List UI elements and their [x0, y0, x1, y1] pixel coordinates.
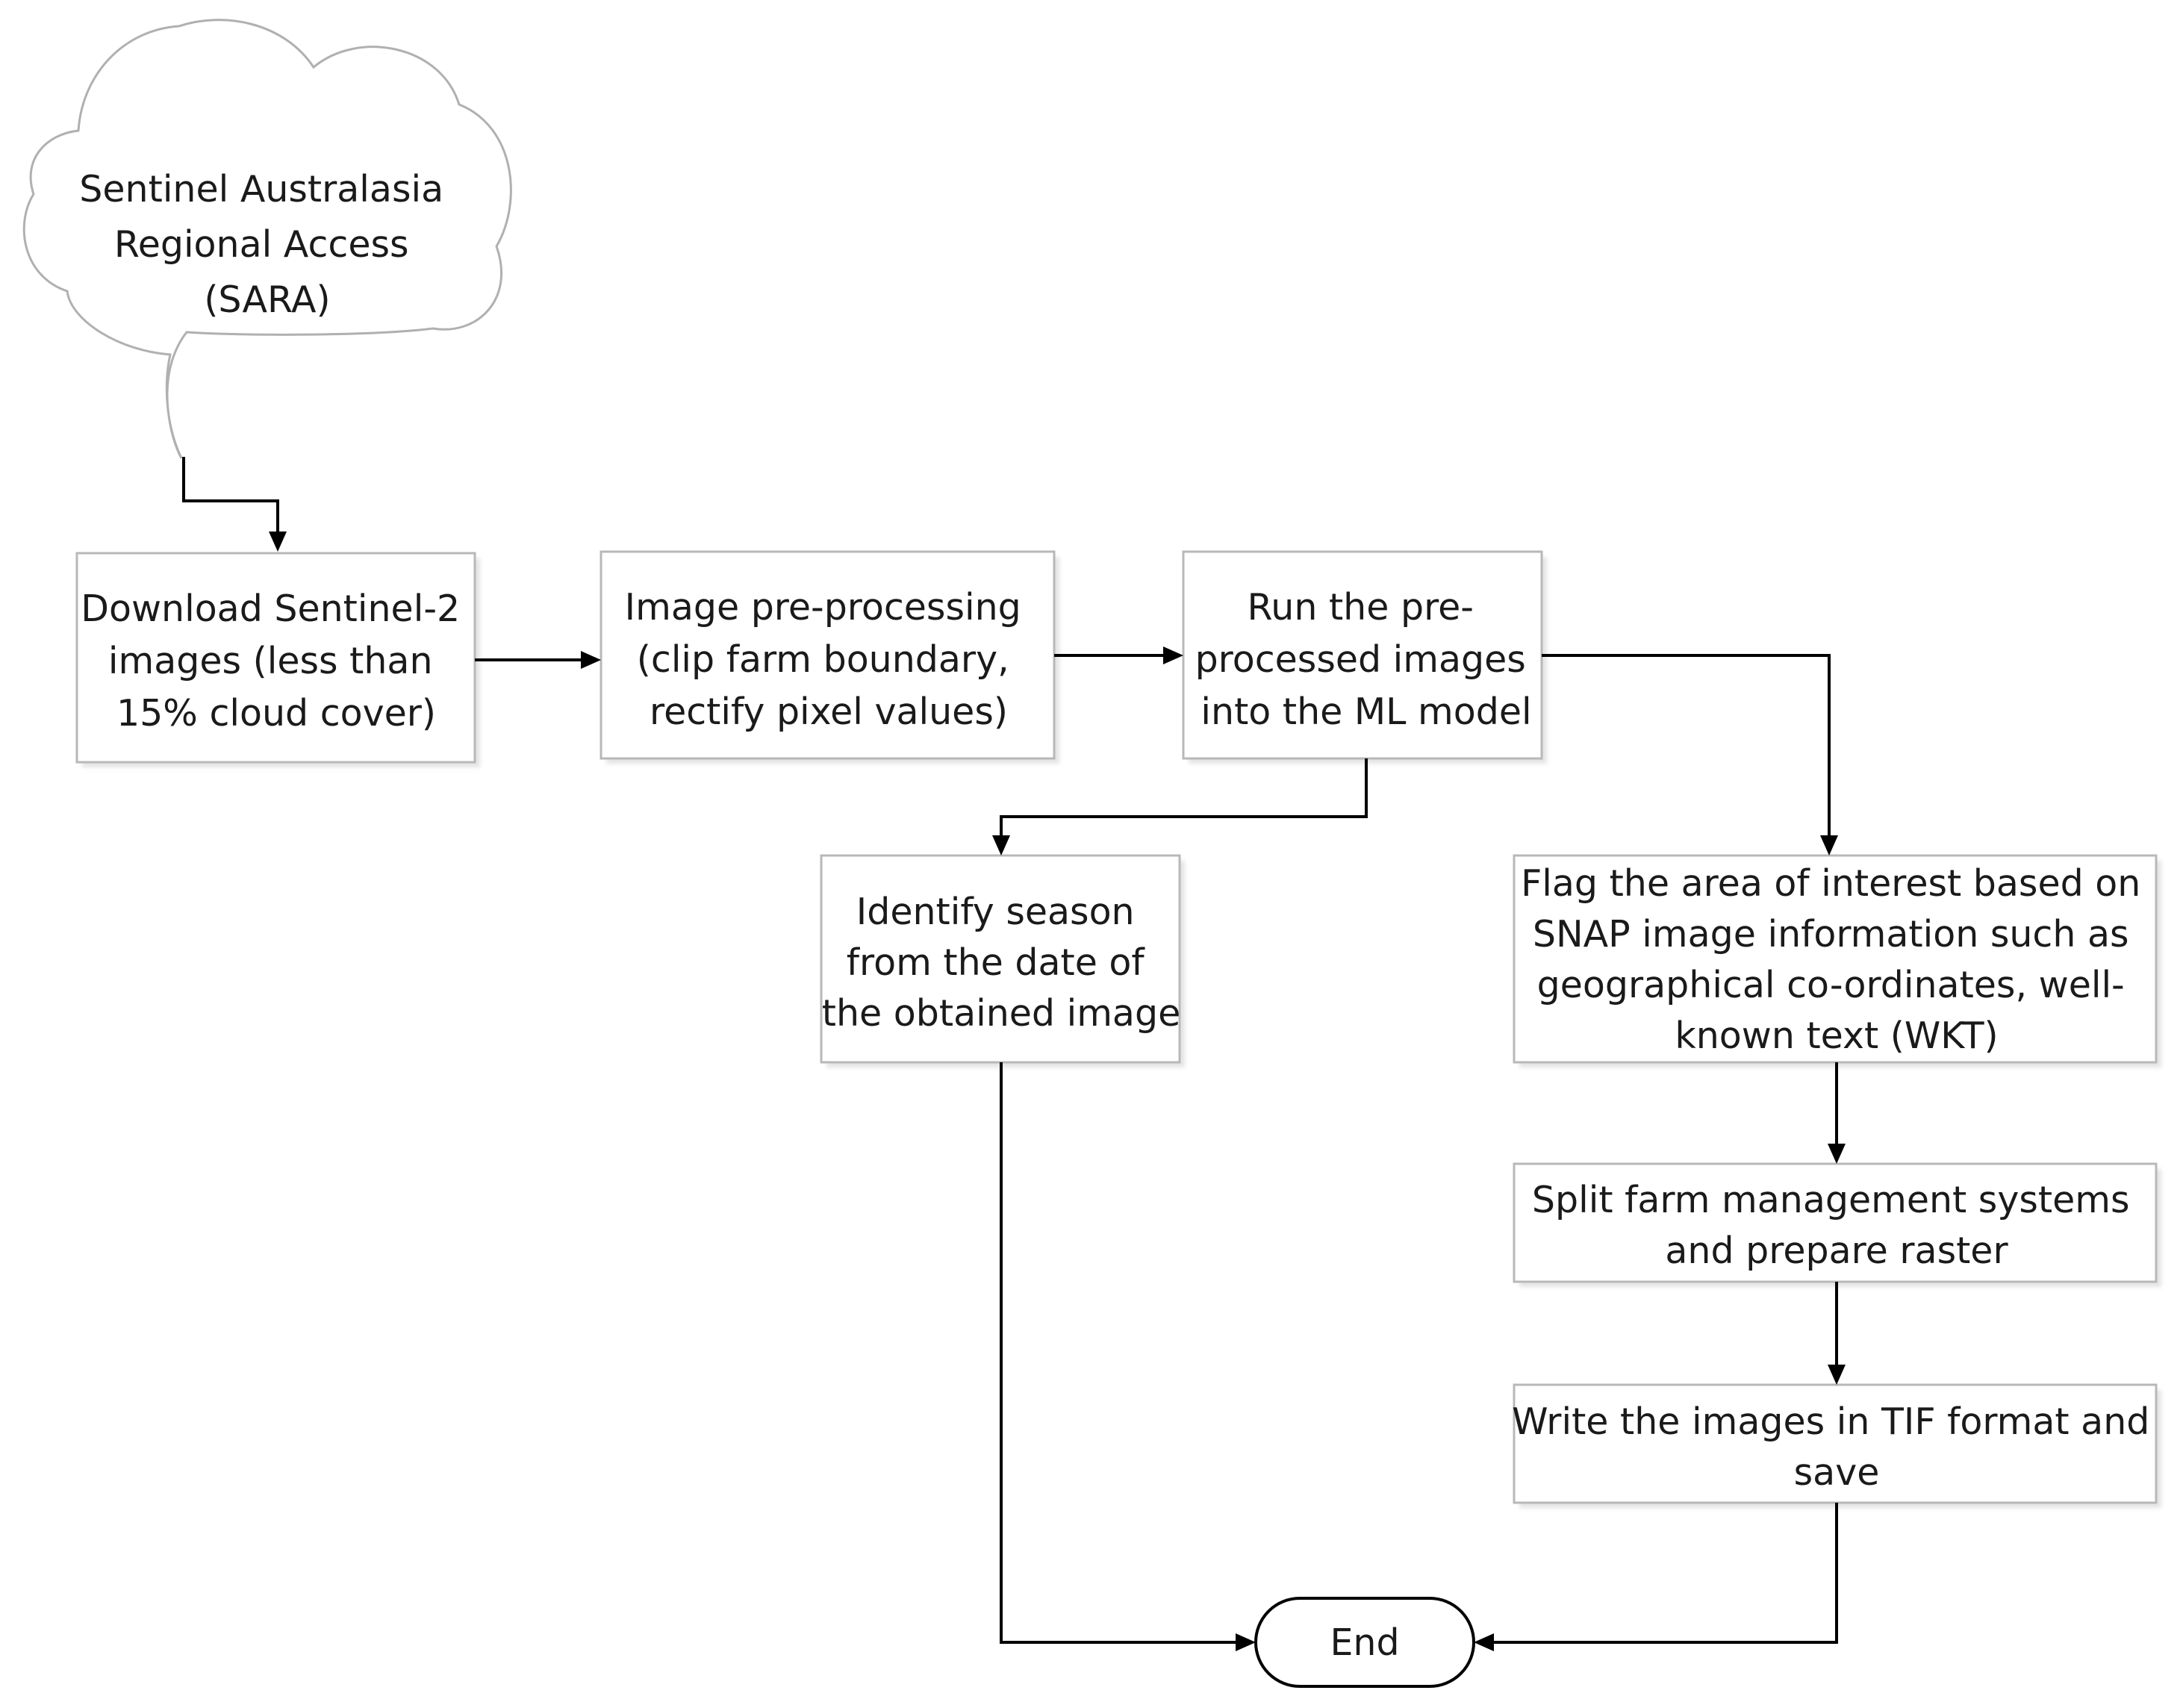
- image-preprocessing-box: Image pre-processing (clip farm boundary…: [600, 550, 1059, 764]
- run-ml-model-box: Run the pre- processed images into the M…: [1182, 550, 1547, 764]
- connectors: [182, 457, 1846, 1651]
- arrowhead-down: [269, 532, 287, 552]
- arrowhead-right: [1236, 1633, 1256, 1651]
- image-preprocessing-label: Image pre-processing (clip farm boundary…: [625, 586, 1033, 733]
- sara-cloud-node: Sentinel Australasia Regional Access (SA…: [22, 19, 512, 459]
- sara-label: Sentinel Australasia Regional Access (SA…: [79, 168, 455, 321]
- download-sentinel-label: Download Sentinel-2 images (less than 15…: [81, 587, 472, 735]
- run-ml-model-label: Run the pre- processed images into the M…: [1195, 586, 1538, 733]
- end-label: End: [1330, 1621, 1399, 1664]
- flag-area-of-interest-label: Flag the area of interest based on SNAP …: [1521, 862, 2152, 1057]
- connector-write-images-to-end: [1494, 1503, 1838, 1644]
- identify-season-label: Identify season from the date of the obt…: [822, 891, 1180, 1035]
- split-farm-systems-label: Split farm management systems and prepar…: [1532, 1179, 2141, 1272]
- identify-season-box: Identify season from the date of the obt…: [820, 854, 1185, 1068]
- arrowhead-right: [1163, 646, 1183, 664]
- connector-run-model-to-identify-season: [1000, 758, 1368, 835]
- arrowhead-down: [1820, 835, 1838, 855]
- end-terminator-node: End: [1254, 1597, 1475, 1688]
- arrowhead-left: [1474, 1633, 1494, 1651]
- arrowhead-down: [1828, 1365, 1846, 1385]
- arrowhead-down: [992, 835, 1010, 855]
- cloud-icon: [22, 19, 512, 459]
- download-sentinel-box: Download Sentinel-2 images (less than 15…: [75, 552, 480, 767]
- split-farm-systems-box: Split farm management systems and prepar…: [1513, 1162, 2161, 1287]
- flag-area-of-interest-box: Flag the area of interest based on SNAP …: [1513, 854, 2161, 1068]
- connector-sara-to-download: [182, 457, 279, 532]
- arrowhead-right: [581, 651, 601, 669]
- connector-identify-season-to-end: [1000, 1062, 1236, 1644]
- write-tif-images-box: Write the images in TIF format and save: [1512, 1383, 2161, 1508]
- connector-run-model-to-flag-area: [1542, 654, 1831, 835]
- arrowhead-down: [1828, 1144, 1846, 1164]
- write-tif-images-label: Write the images in TIF format and save: [1512, 1400, 2161, 1494]
